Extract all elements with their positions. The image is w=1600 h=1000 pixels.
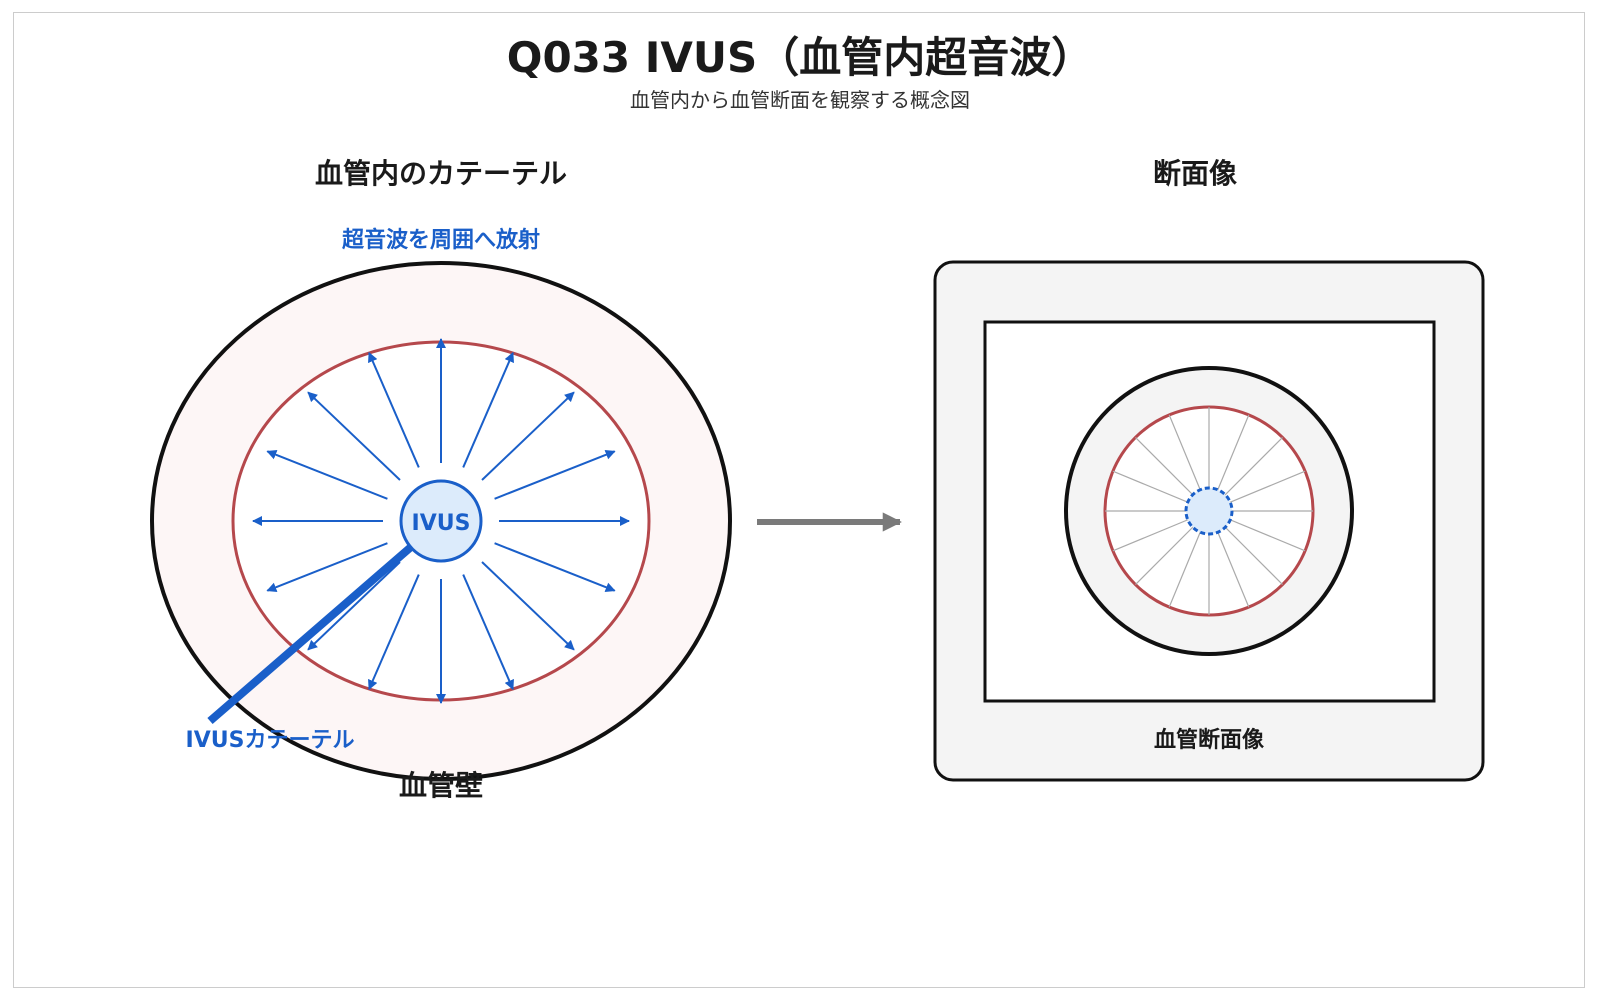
ultrasound-ray-arrow bbox=[307, 391, 401, 481]
ultrasound-ray-arrow bbox=[368, 574, 420, 691]
diagram-frame bbox=[13, 12, 1585, 988]
page-subtitle: 血管内から血管断面を観察する概念図 bbox=[630, 88, 970, 112]
catheter-shaft bbox=[207, 517, 444, 725]
ultrasound-ray-arrow bbox=[494, 542, 616, 592]
ultrasound-emission-label: 超音波を周囲へ放射 bbox=[341, 228, 541, 253]
ultrasound-ray-arrow bbox=[481, 391, 575, 481]
ultrasound-ray-arrow bbox=[266, 542, 388, 592]
image-catheter-marker bbox=[1184, 486, 1234, 536]
ultrasound-ray-arrow bbox=[307, 561, 401, 651]
ultrasound-ray-arrow bbox=[368, 351, 420, 468]
ultrasound-ray-arrow bbox=[494, 450, 616, 500]
ultrasound-rays bbox=[252, 338, 630, 704]
ultrasound-ray-arrow bbox=[462, 574, 514, 691]
right-panel-heading: 断面像 bbox=[1152, 157, 1238, 190]
ivus-probe-label: IVUS bbox=[411, 511, 471, 536]
cross-section-image-label: 血管断面像 bbox=[1153, 728, 1265, 753]
page-title: Q033 IVUS（血管内超音波） bbox=[506, 33, 1094, 82]
ultrasound-ray-arrow bbox=[266, 450, 388, 500]
ivus-probe bbox=[399, 479, 483, 563]
catheter-label: IVUSカテーテル bbox=[185, 728, 355, 753]
ultrasound-ray-arrow bbox=[481, 561, 575, 651]
vessel-wall-label: 血管壁 bbox=[398, 769, 484, 802]
ultrasound-ray-arrow bbox=[462, 351, 514, 468]
left-panel-heading: 血管内のカテーテル bbox=[314, 157, 568, 190]
